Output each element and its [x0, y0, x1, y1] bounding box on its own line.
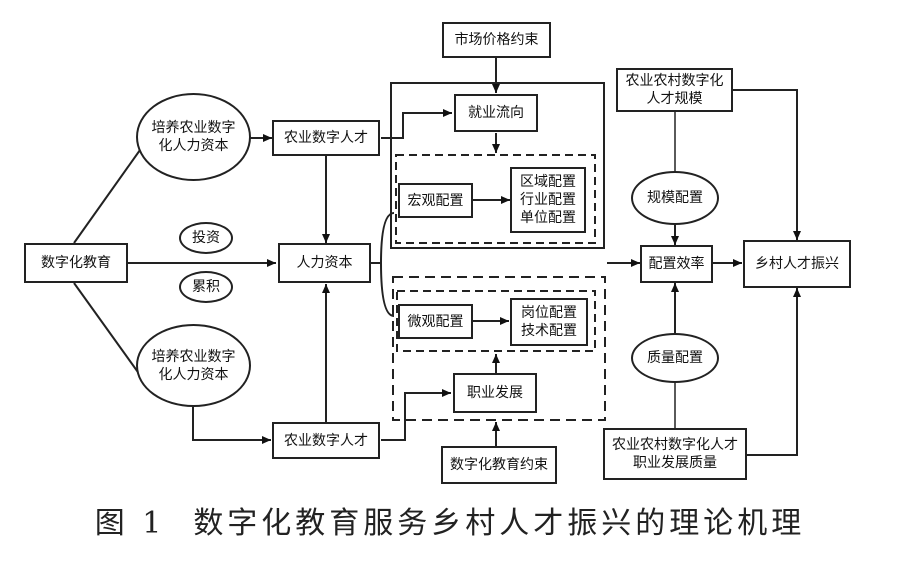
agri-talent-box-top: 农业数字人才	[272, 120, 380, 156]
edu-to-bottom-oval-line	[73, 282, 141, 376]
cultivate-capital-oval-top: 培养农业数字 化人力资本	[136, 93, 251, 181]
edu-to-top-oval-line	[73, 149, 141, 244]
invest-oval: 投资	[179, 222, 233, 254]
accumulate-label: 累积	[192, 279, 220, 295]
human-capital-label: 人力资本	[296, 255, 353, 271]
rural-revitalization-box: 乡村人才振兴	[743, 240, 851, 288]
macro-config-box: 宏观配置	[398, 183, 473, 218]
micro-config-box: 微观配置	[398, 304, 473, 339]
market-constraint-box: 市场价格约束	[442, 22, 551, 58]
region-config-line1: 区域配置	[520, 174, 576, 190]
micro-config-label: 微观配置	[407, 313, 464, 330]
post-config-box: 岗位配置 技术配置	[510, 298, 588, 346]
rural-revitalization-label: 乡村人才振兴	[755, 256, 839, 272]
region-config-line2: 行业配置	[520, 192, 576, 208]
quality-config-oval: 质量配置	[631, 333, 719, 383]
invest-label: 投资	[192, 230, 220, 246]
cultivate-top-line2: 化人力资本	[158, 138, 229, 154]
capital-to-macro-branch	[371, 212, 395, 264]
scale-to-rural-arrow	[733, 89, 801, 240]
quality-to-rural-arrow	[747, 288, 801, 456]
edu-constraint-label: 数字化教育约束	[450, 457, 548, 473]
scale-line1: 农业农村数字化	[625, 73, 724, 89]
quality-line1: 农业农村数字化人才	[612, 437, 738, 453]
quality-config-label: 质量配置	[647, 350, 703, 366]
agri-talent-bottom-label: 农业数字人才	[284, 432, 368, 449]
employment-flow-label: 就业流向	[468, 105, 524, 121]
scale-line2: 人才规模	[646, 91, 703, 107]
macro-config-label: 宏观配置	[407, 192, 464, 209]
career-development-box: 职业发展	[453, 373, 537, 413]
human-capital-box: 人力资本	[278, 243, 371, 283]
capital-to-micro-branch	[380, 262, 395, 317]
talent-bottom-to-career-arrow	[381, 389, 451, 441]
agri-talent-box-bottom: 农业数字人才	[272, 422, 380, 459]
region-config-box: 区域配置 行业配置 单位配置	[510, 167, 586, 233]
figure-title: 数字化教育服务乡村人才振兴的理论机理	[193, 506, 806, 541]
figure-caption: 图 1 数字化教育服务乡村人才振兴的理论机理	[0, 498, 900, 542]
market-constraint-label: 市场价格约束	[454, 32, 539, 48]
post-config-line1: 岗位配置	[521, 305, 577, 321]
cultivate-capital-oval-bottom: 培养农业数字 化人力资本	[136, 324, 251, 407]
oval-bottom-to-talent-arrow	[192, 407, 271, 444]
cultivate-top-line1: 培养农业数字	[151, 120, 236, 136]
accumulate-oval: 累积	[179, 271, 233, 303]
region-config-line3: 单位配置	[520, 210, 576, 226]
quality-line2: 职业发展质量	[633, 455, 717, 471]
employment-group-box	[390, 82, 605, 249]
scale-config-oval: 规模配置	[631, 171, 719, 225]
micro-group-dashed-box	[392, 276, 606, 421]
agri-talent-top-label: 农业数字人才	[284, 130, 368, 146]
cultivate-bottom-line2: 化人力资本	[158, 366, 229, 383]
talent-to-employment-arrow	[381, 109, 452, 139]
employment-flow-box: 就业流向	[454, 94, 538, 132]
career-development-label: 职业发展	[467, 385, 523, 401]
figure-number: 图 1	[94, 506, 166, 541]
scale-box: 农业农村数字化 人才规模	[616, 68, 733, 112]
micro-dashed-box	[396, 290, 596, 352]
config-efficiency-box: 配置效率	[640, 245, 713, 283]
digital-education-box: 数字化教育	[24, 243, 128, 283]
config-efficiency-label: 配置效率	[648, 256, 705, 272]
digital-education-label: 数字化教育	[41, 255, 111, 271]
quality-box: 农业农村数字化人才 职业发展质量	[603, 428, 747, 480]
post-config-line2: 技术配置	[521, 323, 577, 339]
edu-constraint-box: 数字化教育约束	[441, 446, 557, 484]
cultivate-bottom-line1: 培养农业数字	[151, 348, 236, 365]
scale-config-label: 规模配置	[647, 190, 703, 206]
